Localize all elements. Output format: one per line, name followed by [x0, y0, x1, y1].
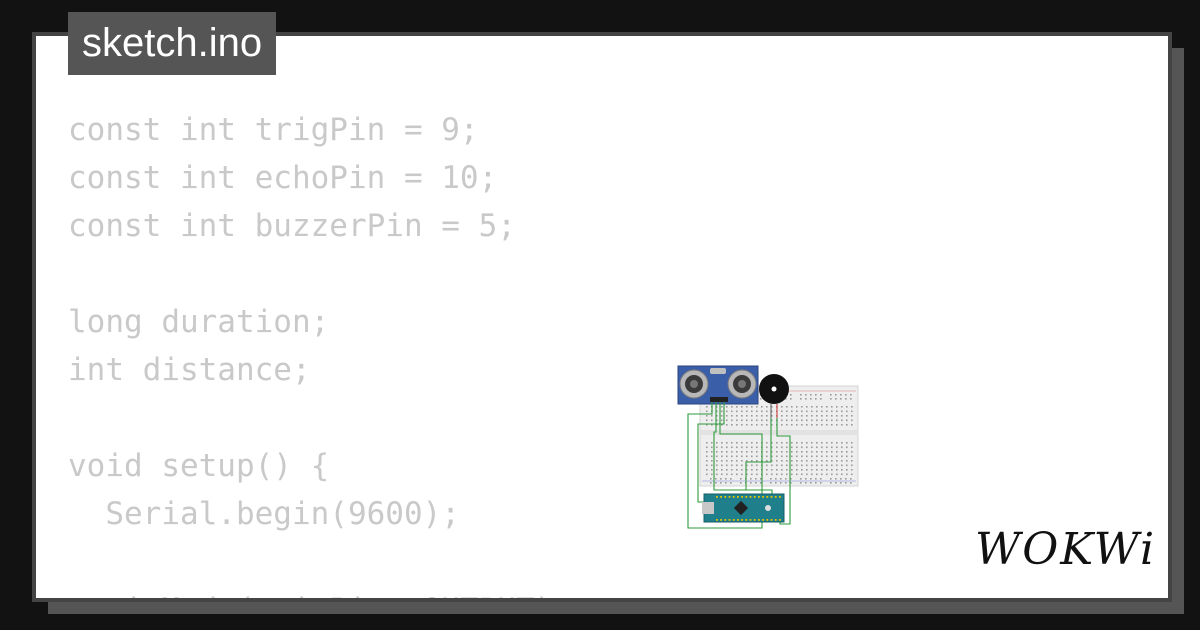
code-preview-card: const int trigPin = 9; const int echoPin …: [32, 32, 1172, 602]
ultrasonic-sensor-icon: [677, 365, 759, 405]
buzzer-icon: [759, 374, 789, 418]
code-line: pinMode(trigPin, OUTPUT);: [68, 586, 572, 598]
code-line: Serial.begin(9600);: [68, 496, 460, 532]
code-line: const int buzzerPin = 5;: [68, 208, 516, 244]
code-line: const int trigPin = 9;: [68, 112, 479, 148]
code-block: const int trigPin = 9; const int echoPin …: [68, 106, 572, 598]
code-line: const int echoPin = 10;: [68, 160, 498, 196]
wokwi-logo: WOKWi: [975, 524, 1157, 575]
circuit-diagram-icon: [677, 365, 859, 529]
code-line: [68, 394, 572, 442]
code-line: int distance;: [68, 352, 311, 388]
code-line: [68, 538, 572, 586]
code-line: long duration;: [68, 304, 330, 340]
code-line: void setup() {: [68, 448, 330, 484]
file-tab[interactable]: sketch.ino: [68, 12, 277, 75]
code-line: [68, 250, 572, 298]
arduino-nano-icon: [702, 493, 785, 523]
